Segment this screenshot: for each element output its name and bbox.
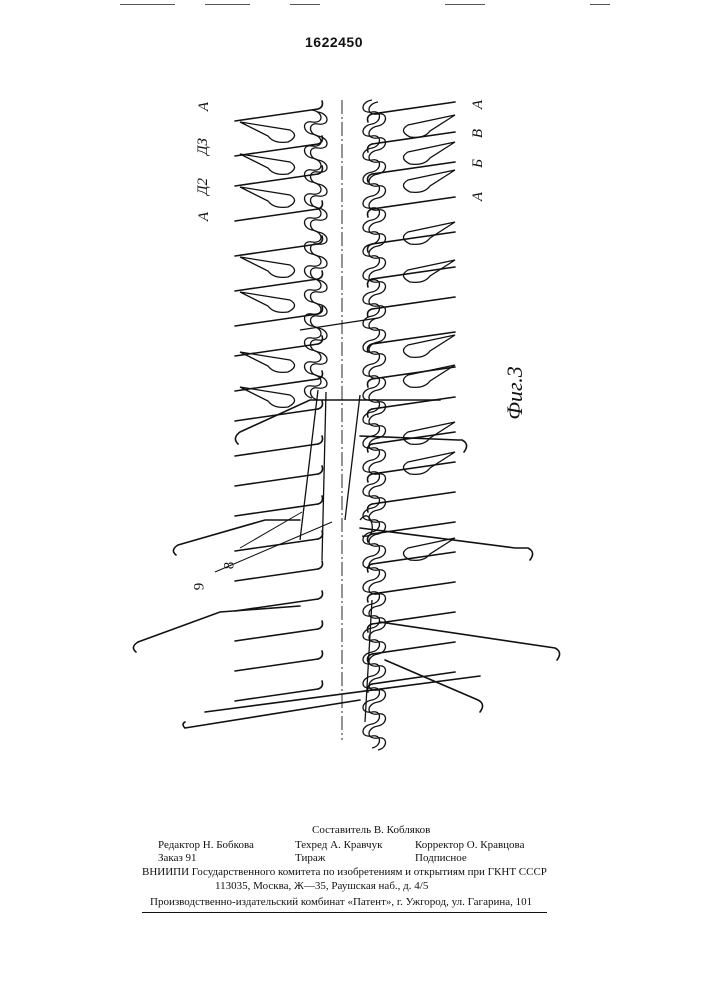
label-right-b: Б [470, 159, 487, 168]
left-needle [235, 629, 318, 641]
yarn-loops [300, 100, 386, 750]
yarn-strand [345, 395, 360, 520]
left-needle-hook [318, 496, 323, 504]
left-needle-hook [318, 466, 323, 474]
order: Заказ 91 [158, 852, 197, 864]
label-right-a-bottom: А [470, 192, 487, 201]
knitting-drawing [0, 0, 707, 790]
yarn-chain [363, 100, 380, 748]
left-needle [235, 659, 318, 671]
left-needle [235, 539, 318, 551]
ref-number-8: 8 [221, 562, 238, 570]
left-needle [235, 174, 318, 186]
left-sinker [240, 122, 295, 142]
label-left-a-bottom: А [196, 212, 213, 221]
left-needle-hook [318, 621, 323, 629]
long-needle-left [205, 676, 480, 712]
label-left-d3: ДЗ [195, 138, 212, 155]
left-needle-hook [318, 651, 323, 659]
circulation: Тираж [295, 852, 325, 864]
left-needle-hook [318, 271, 323, 279]
long-needle-right [380, 622, 560, 660]
institute: ВНИИПИ Государственного комитета по изоб… [142, 866, 547, 878]
compiler: Составитель В. Кобляков [312, 824, 430, 836]
yarn-strand [322, 392, 326, 560]
yarn-strand [300, 390, 318, 540]
right-sinker [403, 170, 455, 192]
footer-rule [142, 912, 547, 913]
right-needle [372, 102, 455, 114]
corrector: Корректор О. Кравцова [415, 839, 524, 851]
left-needle [235, 379, 318, 391]
right-needle-hook [368, 209, 373, 217]
left-needle-hook [318, 401, 323, 409]
techred: Техред А. Кравчук [295, 839, 382, 851]
left-sinker [240, 187, 295, 207]
long-needles [133, 400, 559, 728]
right-needle-hook [368, 114, 373, 122]
figure-label: Фиг.3 [502, 366, 528, 420]
long-needle-left [173, 520, 300, 555]
left-sinker [240, 292, 295, 312]
address: 113035, Москва, Ж—35, Раушская наб., д. … [215, 880, 428, 892]
right-needle [372, 492, 455, 504]
label-right-a-top: А [470, 100, 487, 109]
right-sinker [403, 538, 455, 560]
left-needle-hook [318, 531, 323, 539]
left-needle-hook [318, 561, 323, 569]
right-needle-hook [368, 379, 373, 387]
right-needles [368, 102, 456, 692]
right-needle [372, 582, 455, 594]
left-needle [235, 109, 318, 121]
ref-number-9: 9 [191, 583, 208, 591]
left-sinkers [240, 122, 295, 407]
long-needle-left [133, 606, 300, 652]
left-needle [235, 504, 318, 516]
publisher: Производственно-издательский комбинат «П… [150, 896, 532, 908]
right-needle [372, 462, 455, 474]
label-left-d2: Д2 [195, 178, 212, 195]
left-needle [235, 474, 318, 486]
yarn-strand [365, 600, 372, 722]
left-sinker [240, 352, 295, 372]
label-right-v: В [470, 129, 487, 138]
subscription: Подписное [415, 852, 467, 864]
yarn-chain [311, 112, 328, 400]
right-needle-hook [368, 474, 373, 482]
left-needle-hook [318, 101, 323, 109]
right-sinker [403, 115, 455, 137]
right-sinker [403, 142, 455, 164]
right-needle [372, 197, 455, 209]
left-needle-hook [318, 681, 323, 689]
left-needle [235, 279, 318, 291]
label-left-a-top: А [196, 102, 213, 111]
left-needle [235, 444, 318, 456]
long-needle-left [183, 700, 360, 728]
left-needle [235, 569, 318, 581]
left-sinker [240, 257, 295, 277]
left-needle-hook [318, 436, 323, 444]
left-sinker [240, 154, 295, 174]
left-sinker [240, 387, 295, 407]
yarn-loop [360, 516, 372, 536]
editor: Редактор Н. Бобкова [158, 839, 254, 851]
left-needle-hook [318, 591, 323, 599]
